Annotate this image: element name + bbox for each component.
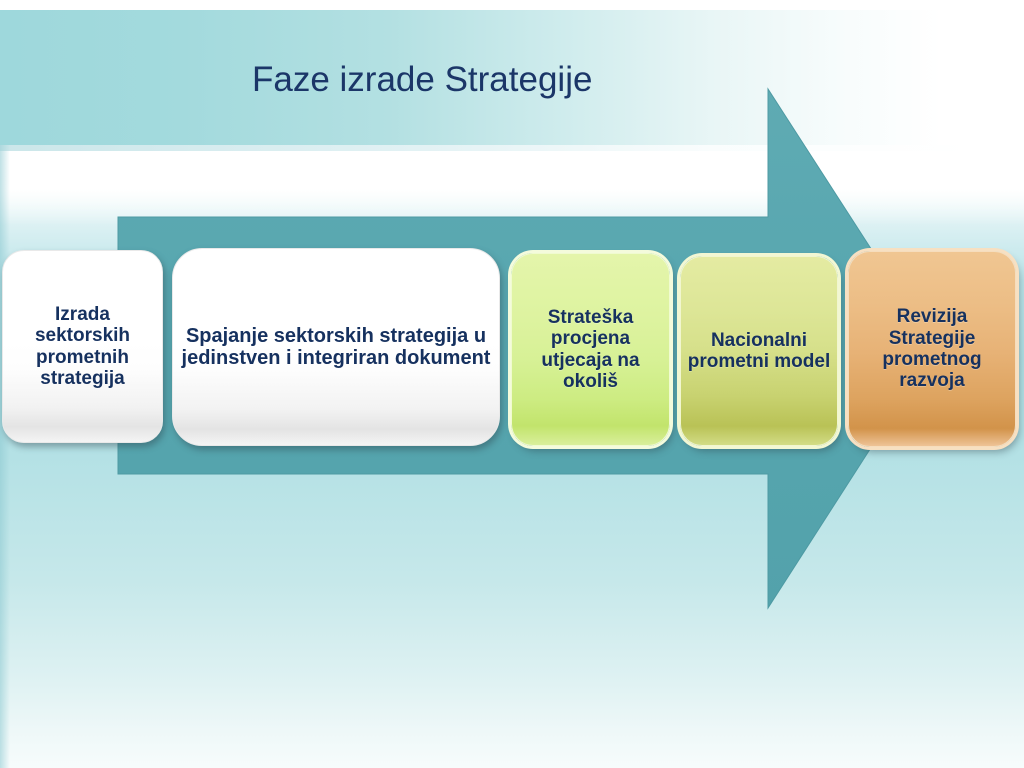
phase-box-5-label: Revizija Strategije prometnog razvoja [882,306,982,392]
slide-background-lower [0,145,1024,768]
phase-box-4-label: Nacionalni prometni model [687,329,831,372]
title-banner-shadow [0,145,1024,151]
phase-box-2-label: Spajanje sektorskih strategija u jedinst… [181,324,491,369]
phase-box-5[interactable]: Revizija Strategije prometnog razvoja [848,251,1016,447]
phase-box-2[interactable]: Spajanje sektorskih strategija u jedinst… [172,248,500,446]
slide-background-left-edge [0,145,10,768]
phase-box-4[interactable]: Nacionalni prometni model [680,256,838,446]
phase-box-3[interactable]: Strateška procjena utjecaja na okoliš [511,253,670,446]
slide-background-white-band [0,145,1024,225]
phase-box-1-label: Izrada sektorskih prometnih strategija [34,303,131,389]
phase-box-1[interactable]: Izrada sektorskih prometnih strategija [2,250,163,443]
phase-box-3-label: Strateška procjena utjecaja na okoliš [541,306,640,392]
page-title: Faze izrade Strategije [252,60,593,99]
